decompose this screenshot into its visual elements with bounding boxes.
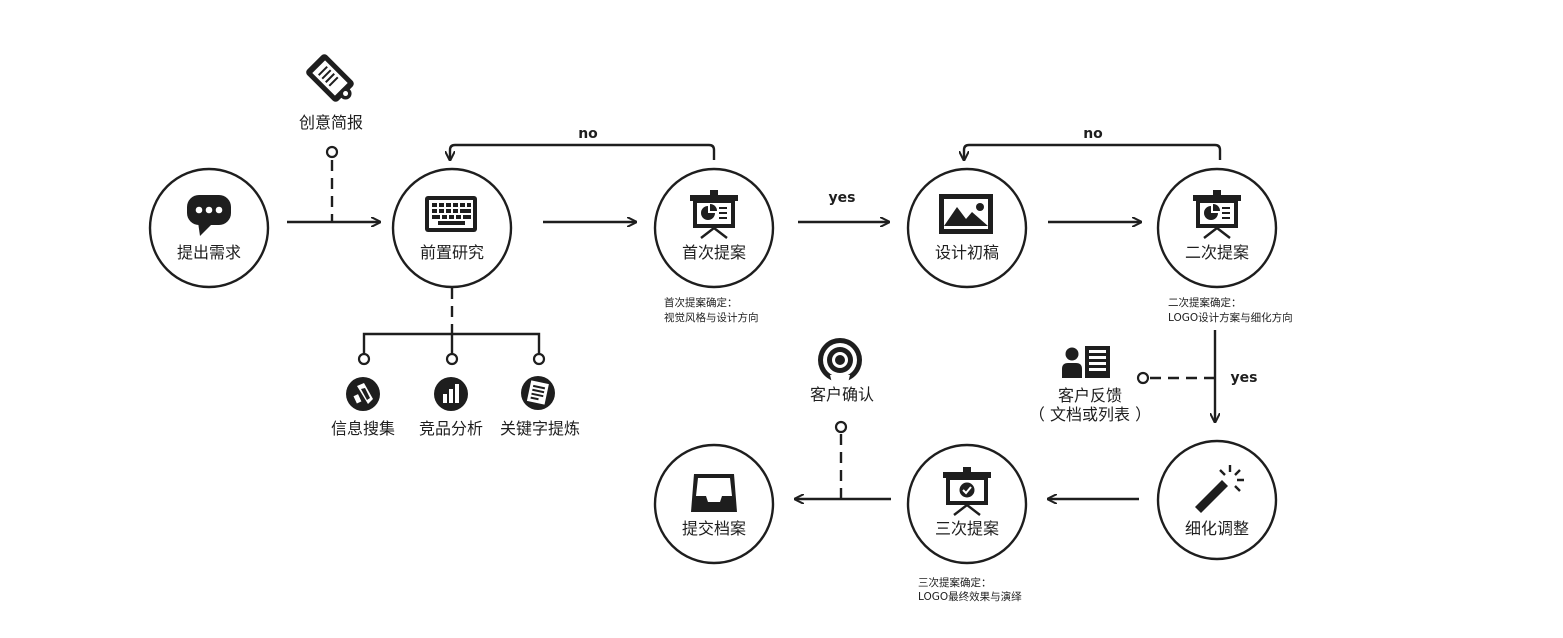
presentation-chart-icon — [1193, 190, 1241, 239]
node-proposal2: 二次提案 — [1156, 167, 1278, 289]
keyboard-icon — [425, 196, 477, 232]
node-archive-label: 提交档案 — [682, 519, 746, 538]
presentation-chart-icon — [690, 190, 738, 239]
feedback-pin — [1136, 371, 1150, 385]
edge-yes-1: yes — [829, 190, 856, 206]
proposal1-note-line1: 首次提案确定： — [664, 296, 738, 309]
node-research: 前置研究 — [391, 167, 513, 289]
info-pin — [357, 352, 371, 366]
bar-chart-icon — [434, 377, 468, 411]
edge-yes-2: yes — [1231, 370, 1258, 386]
person-list-icon — [1062, 346, 1110, 378]
edge-no-2: no — [1083, 126, 1103, 142]
magic-wand-icon — [1195, 465, 1244, 513]
no-loop-2 — [964, 143, 1222, 160]
edge-no-1: no — [578, 126, 598, 142]
node-proposal3-label: 三次提案 — [935, 519, 999, 538]
inbox-tray-icon — [691, 474, 737, 512]
proposal3-note-line1: 三次提案确定： — [918, 576, 992, 589]
node-refine: 细化调整 — [1156, 439, 1278, 561]
side-info-label: 信息搜集 — [331, 419, 395, 438]
brief-pin — [325, 145, 339, 159]
keywords-pin — [532, 352, 546, 366]
side-competitor: 竞品分析 — [419, 377, 483, 438]
presentation-check-icon — [943, 467, 991, 516]
node-proposal1: 首次提案 — [653, 167, 775, 289]
no-loop-1 — [450, 143, 716, 160]
side-keywords: 关键字提炼 — [500, 376, 580, 438]
side-feedback-label: 客户反馈 — [1058, 386, 1122, 405]
proposal3-note-line2: LOGO最终效果与演绎 — [918, 590, 1022, 603]
confirm-pin — [834, 420, 848, 434]
research-tree-branches — [362, 332, 541, 353]
side-feedback-sublabel: （ 文档或列表 ） — [1029, 405, 1151, 424]
proposal2-note-line2: LOGO设计方案与细化方向 — [1168, 311, 1293, 324]
proposal1-note-line2: 视觉风格与设计方向 — [664, 311, 759, 324]
node-draft: 设计初稿 — [906, 167, 1028, 289]
competitor-pin — [445, 352, 459, 366]
side-confirm-label: 客户确认 — [810, 385, 874, 404]
pencil-icon — [346, 377, 380, 411]
node-research-label: 前置研究 — [420, 243, 484, 262]
target-icon — [818, 338, 862, 383]
node-proposal3: 三次提案 — [906, 443, 1028, 565]
node-proposal2-label: 二次提案 — [1185, 243, 1249, 262]
node-refine-label: 细化调整 — [1185, 519, 1249, 538]
side-brief-label: 创意简报 — [299, 113, 363, 132]
node-proposal1-label: 首次提案 — [682, 243, 746, 262]
node-draft-label: 设计初稿 — [935, 243, 999, 262]
image-icon — [939, 194, 993, 234]
node-request-label: 提出需求 — [177, 243, 241, 262]
document-icon — [521, 376, 555, 410]
node-request: 提出需求 — [148, 167, 270, 289]
node-archive: 提交档案 — [653, 443, 775, 565]
proposal2-note-line1: 二次提案确定： — [1168, 296, 1242, 309]
side-keywords-label: 关键字提炼 — [500, 419, 580, 438]
chat-bubble-icon — [187, 195, 231, 236]
side-confirm: 客户确认 — [810, 338, 874, 404]
side-feedback: 客户反馈 （ 文档或列表 ） — [1029, 346, 1151, 424]
side-brief: 创意简报 — [299, 54, 363, 132]
side-info: 信息搜集 — [331, 377, 395, 438]
side-competitor-label: 竞品分析 — [419, 419, 483, 438]
scroll-icon — [306, 54, 354, 102]
